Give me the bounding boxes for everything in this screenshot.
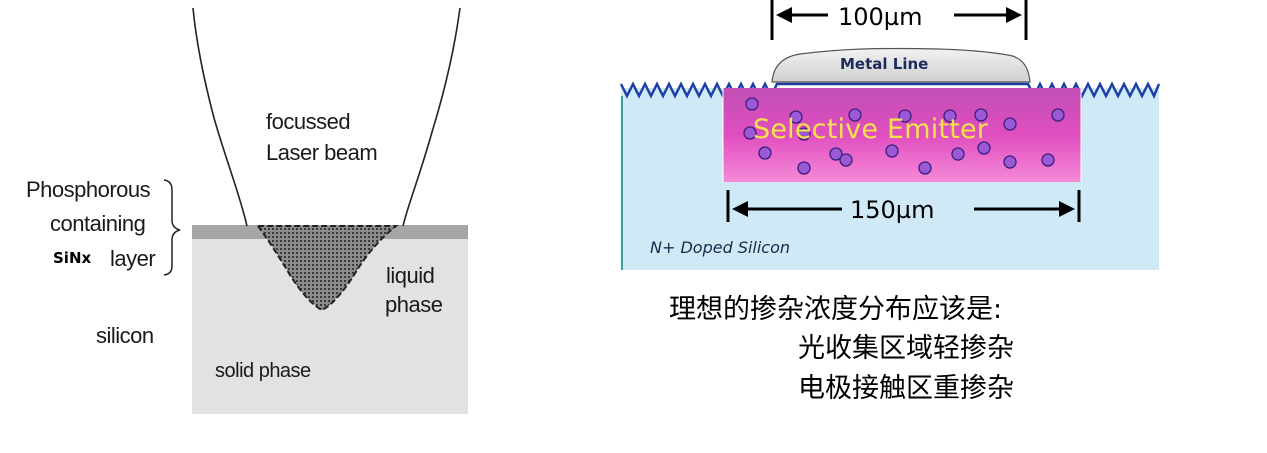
sinx-label: SiNx — [53, 249, 92, 267]
dimension-150um — [726, 190, 1081, 222]
layer-brace — [163, 179, 181, 276]
liquid-label: liquid — [386, 263, 435, 288]
beam-label-laser: Laser beam — [266, 140, 378, 165]
beam-label-focussed: focussed — [266, 109, 351, 134]
selective-emitter-graphic — [619, 0, 1161, 270]
layer-label-containing: containing — [50, 211, 146, 236]
metal-line-label: Metal Line — [840, 55, 929, 73]
caption-line-2: 光收集区域轻掺杂 — [798, 333, 1014, 364]
layer-label-phosphorous: Phosphorous — [26, 177, 151, 202]
selective-emitter-region — [723, 88, 1081, 182]
selective-emitter-label: Selective Emitter — [753, 114, 989, 145]
laser-doping-graphic — [163, 7, 468, 414]
solid-phase-label: solid phase — [215, 360, 311, 382]
caption-line-1: 理想的掺杂浓度分布应该是: — [669, 294, 1003, 325]
laser-beam-right-edge — [402, 7, 461, 227]
dopant-particles — [743, 97, 1065, 175]
caption-line-3: 电极接触区重掺杂 — [798, 373, 1014, 404]
liquid-phase-region — [256, 225, 399, 312]
laser-beam-left-edge — [192, 7, 248, 227]
layer-label-layer: layer — [110, 246, 156, 271]
bottom-dimension-label: 150µm — [850, 196, 935, 224]
substrate-label: N+ Doped Silicon — [650, 238, 791, 257]
silicon-label: silicon — [96, 323, 154, 348]
dimension-100um — [770, 0, 1028, 40]
metal-line — [771, 47, 1031, 83]
top-dimension-label: 100µm — [838, 3, 923, 31]
phase-label: phase — [385, 292, 443, 317]
